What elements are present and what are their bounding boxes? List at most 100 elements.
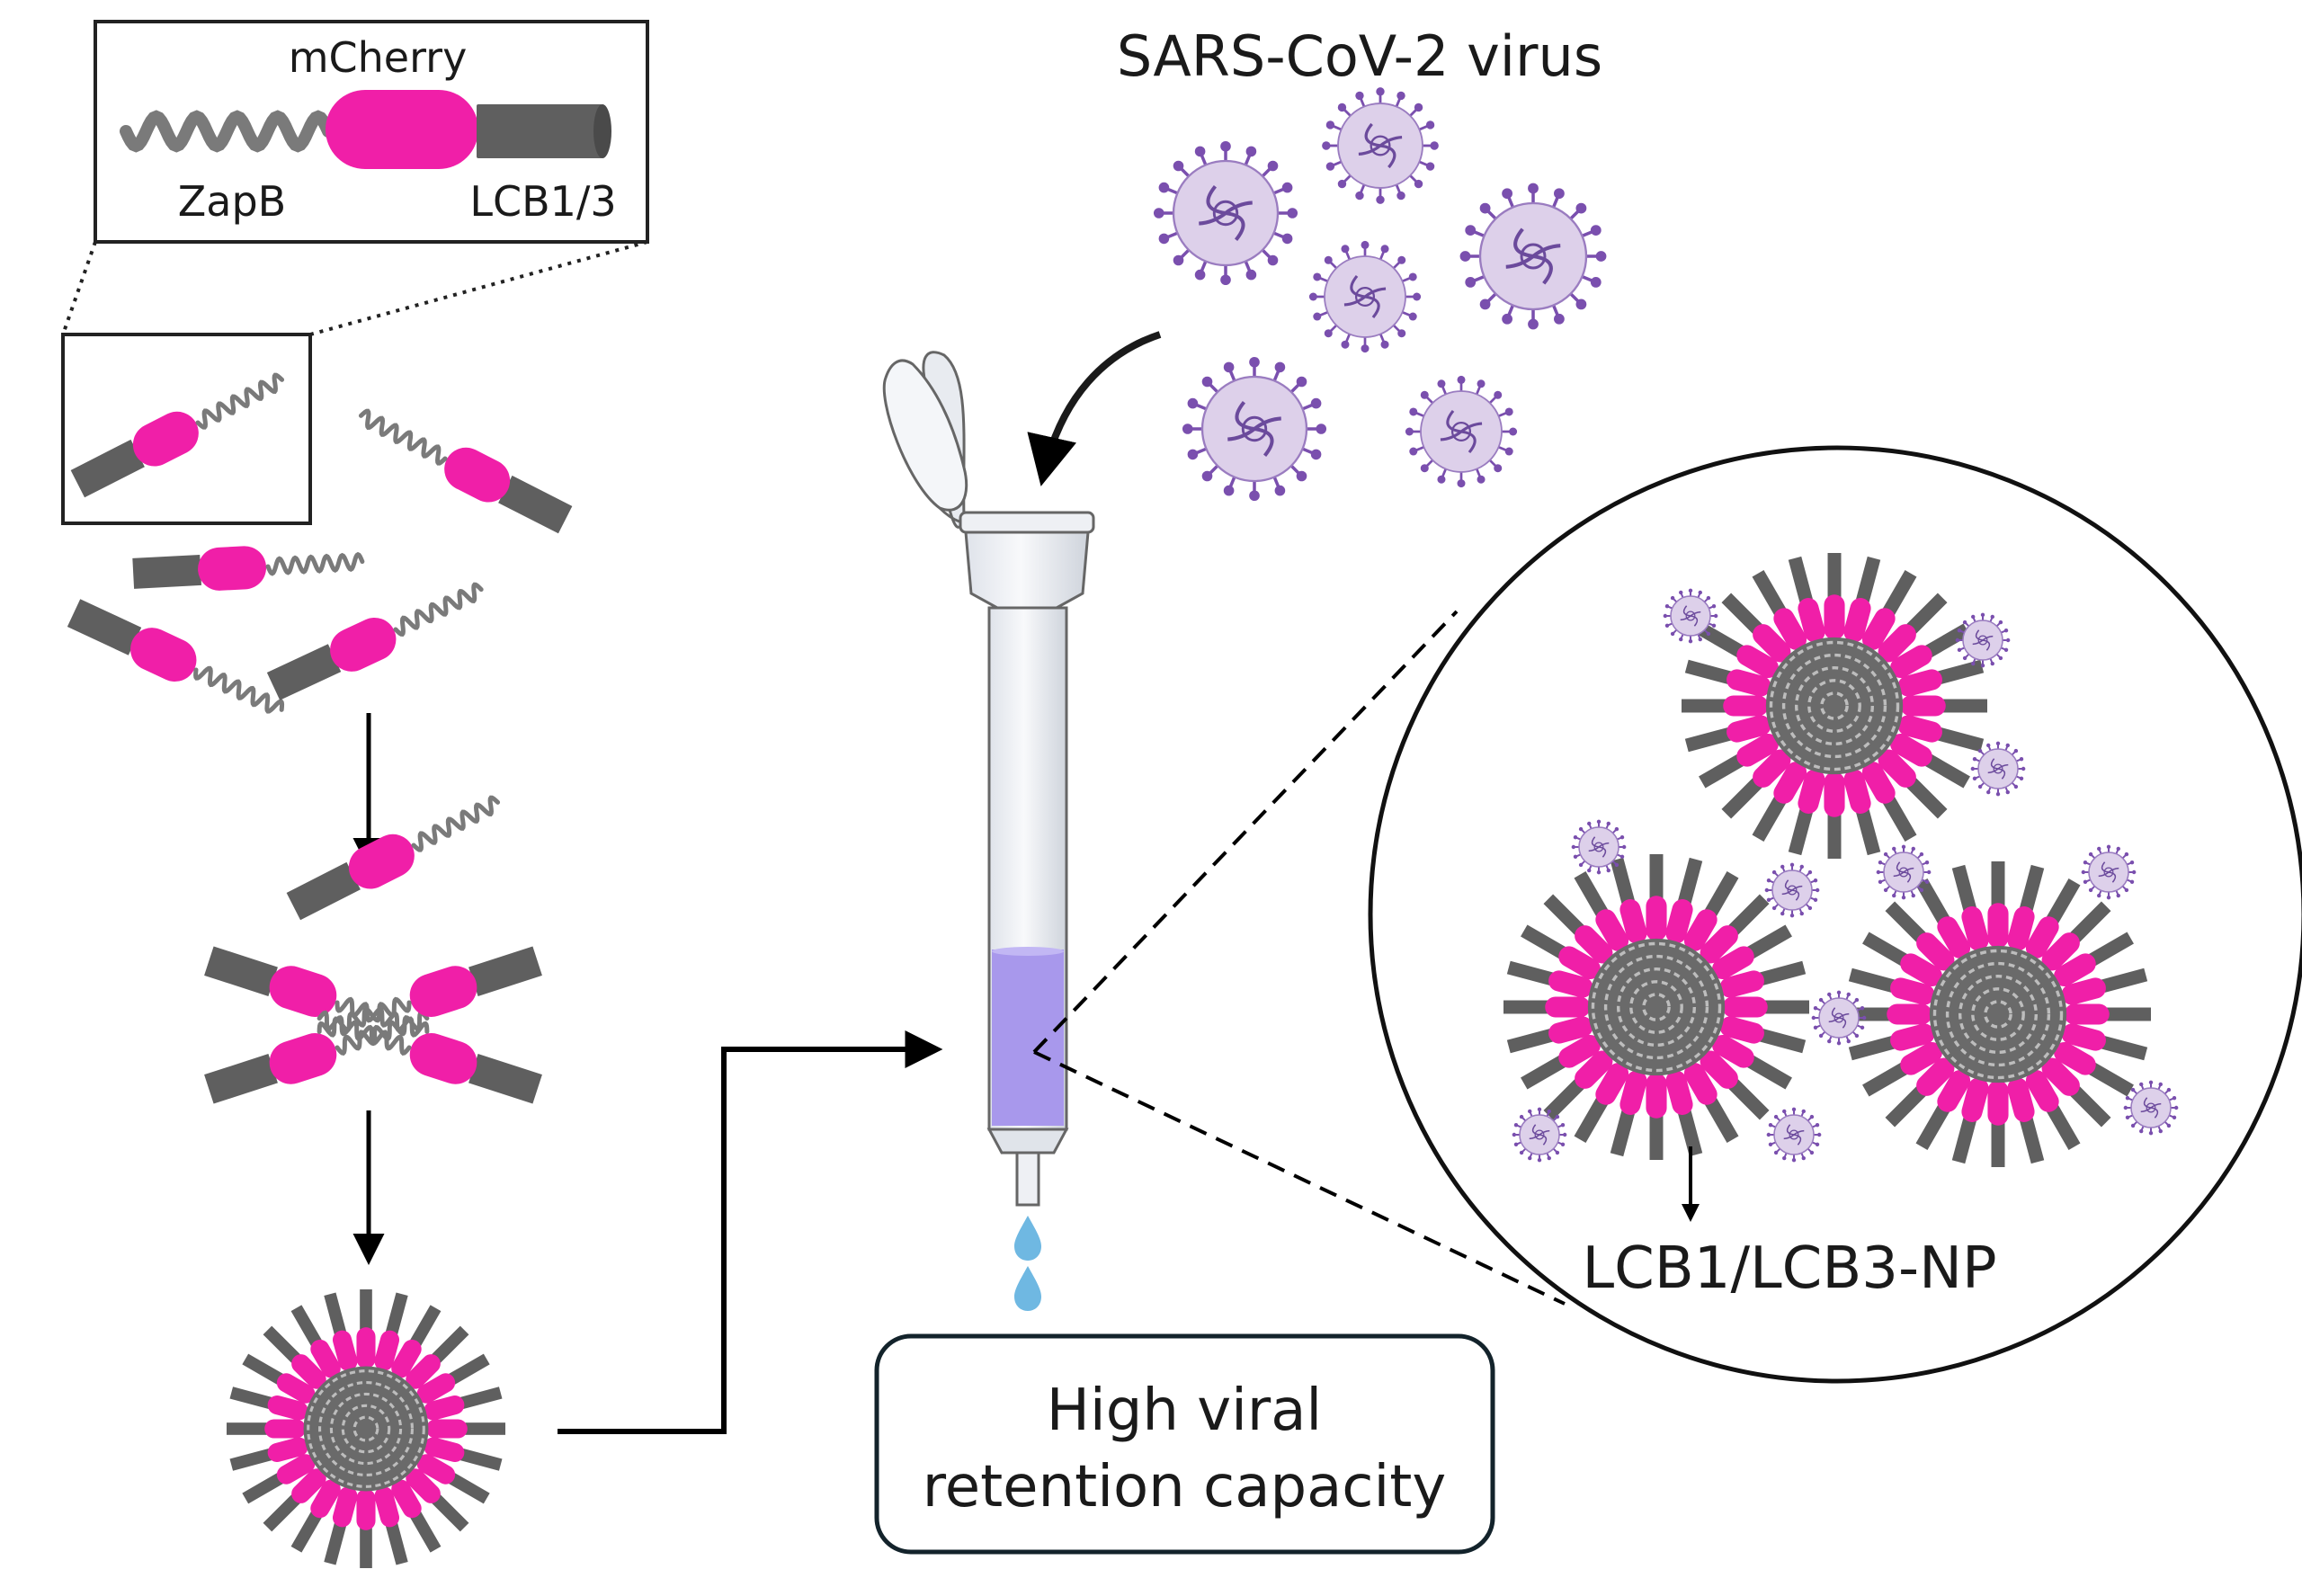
virus-spike-head [2106,844,2111,850]
virus-spike-head [1596,819,1602,825]
virus-spike-head [1596,869,1602,875]
virus-spike-head [1396,91,1405,101]
virus-spike-head [1664,604,1670,609]
virus-rna [1789,1129,1799,1140]
virus-spike-head [1901,895,1906,900]
virus-icon [1955,612,2011,668]
lcb-domain [410,1305,442,1346]
np-spoke [1699,733,1779,789]
virus-spike-head [1528,1109,1532,1114]
virus-spike-head [1420,390,1429,399]
lcb-domain [2020,1117,2045,1164]
virus-spike-head [1153,208,1164,218]
mcherry-domain [1548,1016,1593,1044]
mcherry-domain [1961,1077,1989,1122]
virus-rna [1370,135,1391,156]
virus-spike-head [1860,1006,1865,1011]
protein-monomer [286,795,501,921]
drop-icon [1014,1216,1041,1261]
np-spoke [2061,1023,2148,1061]
mcherry-domain [1890,733,1932,767]
virus-spike-head [1971,614,1976,620]
lcb-domain [1759,1029,1807,1054]
virus-spike-head [1780,911,1785,916]
np-core-ring [352,1415,379,1442]
virus-spike-head [1201,376,1213,388]
virus-spike-head [1502,188,1512,200]
mcherry-domain [1736,645,1779,679]
virus-spike-head [1408,312,1417,321]
virus-spike-head [2116,846,2120,851]
lcb-domain [286,861,361,921]
lcb-domain [1684,727,1732,753]
virus-spike-head [1528,183,1539,194]
virus-rna [2146,1102,2156,1113]
np-spoke [242,1454,316,1504]
capacity-line-1: High viral [1047,1378,1322,1444]
virus-spike-head [1670,595,1675,601]
lcb-domain [1943,699,1987,713]
mcherry-domain [1890,977,1935,1005]
mcherry-domain [267,1395,308,1421]
lcb-domain [1856,556,1881,603]
lcb-domain [2047,1105,2081,1150]
lcb-domain [2101,1036,2148,1061]
virus-spike-head [1773,1150,1779,1155]
mcherry-domain [1700,925,1738,964]
lcb-domain [70,439,145,498]
np-spoke [1682,695,1769,717]
np-spoke [1951,1077,1989,1164]
virus-spike-head [1980,663,1985,668]
virus-spike-head [1971,661,1976,666]
zapb-helix [120,110,335,153]
mcherry-domain [291,1354,326,1389]
virus-spike-head [1595,251,1607,262]
column-resin [992,950,1064,1126]
mcherry-domain [1548,970,1593,998]
virus-rna [2108,867,2119,873]
virus-spike-head [2005,638,2011,643]
virus-spike-head [1249,356,1260,368]
virus-spike-head [1782,1155,1787,1161]
mcherry-domain [424,1437,465,1463]
virus-rna [1460,422,1483,433]
virus-spike-head [1664,623,1670,628]
np-core-ring [1794,665,1875,746]
virus-rna [1354,286,1376,308]
lcb-domain [1827,815,1842,859]
spin-column-icon [882,351,1095,1311]
lcb-domain [385,1522,408,1565]
mcherry-domain [391,1479,422,1519]
virus-rna [1690,611,1701,617]
mcherry-domain [332,1486,358,1528]
virus-rna [1460,430,1477,454]
virus-rna [1350,274,1366,299]
mcherry-domain [1824,771,1845,817]
lcb-domain [1937,727,1985,753]
virus-spike-head [1182,424,1193,434]
np-spoke [1574,1063,1629,1143]
np-spoke [1610,1070,1647,1157]
lcb-domain [449,1473,490,1504]
virus-spike-head [2021,766,2026,771]
lcb-domain [1883,570,1917,615]
virus-spike-head [1502,313,1512,325]
np-core [1587,938,1726,1076]
mcherry-domain [1861,762,1896,804]
protein-monomer [317,1010,542,1104]
mcherry-domain [2054,953,2096,987]
virus-icon [2123,1080,2179,1136]
np-core-ring [1616,967,1697,1048]
virus-spike-head [1957,647,1962,652]
lcb-domain [2020,864,2045,912]
zoom-line-top [1032,610,1459,1054]
np-spoke [1719,1016,1807,1054]
virus-spike-head [1768,1123,1773,1128]
virus-spike-head [1698,590,1702,595]
virus-spike-head [1815,1142,1820,1146]
virus-spike-head [1711,604,1717,609]
lcb-domain [1678,1110,1703,1157]
virus-spike-head [1414,179,1423,189]
np-spoke [416,1353,490,1404]
lcb-domain [1678,857,1703,905]
